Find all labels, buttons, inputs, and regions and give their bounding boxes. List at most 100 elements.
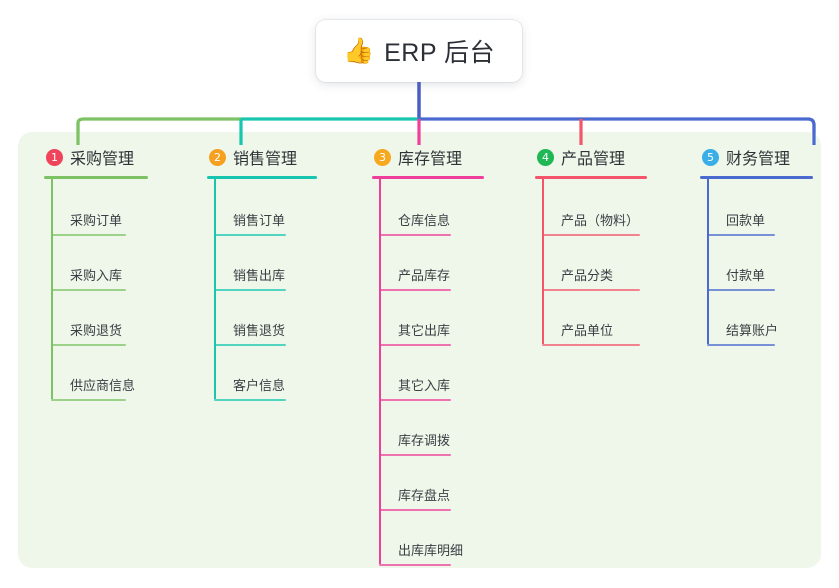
branch-item-label: 其它出库 — [398, 323, 451, 338]
branch-item[interactable]: 产品单位 — [535, 289, 653, 346]
branch-children-1: 采购订单采购入库采购退货供应商信息 — [44, 179, 164, 401]
branch-badge-1: 1 — [46, 148, 63, 166]
branch-item[interactable]: 出库库明细 — [372, 509, 490, 566]
bus-segment-3 — [417, 117, 816, 135]
branch-header-5[interactable]: 5 财务管理 — [700, 144, 810, 170]
branch-item[interactable]: 库存调拨 — [372, 399, 490, 456]
branch-item[interactable]: 供应商信息 — [44, 344, 164, 401]
branch-children-3: 仓库信息产品库存其它出库其它入库库存调拨库存盘点出库库明细 — [372, 179, 490, 566]
branch-item-label: 出库库明细 — [398, 543, 464, 558]
branch-title-3: 库存管理 — [398, 151, 463, 168]
branch-badge-3: 3 — [374, 148, 391, 166]
branch-badge-4: 4 — [537, 148, 554, 166]
branch-item-underline — [379, 234, 451, 236]
branch-item-underline — [379, 564, 451, 566]
branch-item-underline — [542, 289, 640, 291]
branch-item-label: 库存盘点 — [398, 488, 451, 503]
branch-item-underline — [51, 289, 126, 291]
branch-item-label: 产品分类 — [561, 268, 614, 283]
connector-lines — [76, 82, 816, 145]
branch-children-4: 产品（物料） 产品分类产品单位 — [535, 179, 653, 346]
branch-item[interactable]: 销售退货 — [207, 289, 325, 346]
branch-item[interactable]: 销售订单 — [207, 179, 325, 236]
branch-item-underline — [707, 344, 775, 346]
branch-item[interactable]: 结算账户 — [700, 289, 810, 346]
branch-item-underline — [214, 234, 286, 236]
branch-column-5: 5 财务管理回款单付款单结算账户 — [700, 144, 813, 346]
branch-children-2: 销售订单销售出库销售退货客户信息 — [207, 179, 325, 401]
branch-item-underline — [51, 344, 126, 346]
branch-item-label: 库存调拨 — [398, 433, 451, 448]
branch-spine-4 — [542, 179, 544, 344]
branch-item-underline — [542, 344, 640, 346]
branch-underline-5 — [700, 176, 813, 179]
branch-item[interactable]: 产品（物料） — [535, 179, 653, 236]
branch-column-4: 4 产品管理产品（物料） 产品分类产品单位 — [535, 144, 653, 346]
branch-item-underline — [51, 234, 126, 236]
branch-header-4[interactable]: 4 产品管理 — [535, 144, 653, 170]
root-node[interactable]: 👍 ERP 后台 — [316, 20, 522, 82]
branch-item-label: 产品（物料） — [561, 213, 640, 228]
branch-item-underline — [214, 344, 286, 346]
branch-underline-4 — [535, 176, 647, 179]
branch-item-label: 仓库信息 — [398, 213, 451, 228]
branch-item-label: 销售出库 — [233, 268, 286, 283]
branch-title-5: 财务管理 — [726, 151, 791, 168]
bus-segment-1 — [76, 117, 243, 135]
branch-spine-3 — [379, 179, 381, 564]
branch-title-1: 采购管理 — [70, 151, 135, 168]
branch-item-label: 销售订单 — [233, 213, 286, 228]
branch-item[interactable]: 回款单 — [700, 179, 810, 236]
branch-item-underline — [379, 289, 451, 291]
branch-children-5: 回款单付款单结算账户 — [700, 179, 810, 346]
branch-column-3: 3 库存管理仓库信息产品库存其它出库其它入库库存调拨库存盘点出库库明细 — [372, 144, 490, 566]
branch-item-label: 结算账户 — [726, 323, 779, 338]
branch-item[interactable]: 其它入库 — [372, 344, 490, 401]
branch-item-underline — [379, 509, 451, 511]
branch-item-label: 采购订单 — [70, 213, 123, 228]
branch-item-label: 回款单 — [726, 213, 766, 228]
branch-item-label: 供应商信息 — [70, 378, 136, 393]
branch-badge-2: 2 — [209, 148, 226, 166]
branch-item-underline — [707, 289, 775, 291]
branch-item-underline — [707, 234, 775, 236]
branches-panel — [18, 132, 821, 568]
branch-item[interactable]: 采购订单 — [44, 179, 164, 236]
branch-item-underline — [379, 344, 451, 346]
thumbs-up-icon: 👍 — [342, 36, 375, 65]
branch-item[interactable]: 仓库信息 — [372, 179, 490, 236]
branch-item-underline — [51, 399, 126, 401]
branch-item[interactable]: 产品库存 — [372, 234, 490, 291]
branch-item[interactable]: 其它出库 — [372, 289, 490, 346]
branch-item-label: 采购退货 — [70, 323, 123, 338]
branch-item-underline — [214, 399, 286, 401]
branch-item[interactable]: 产品分类 — [535, 234, 653, 291]
branch-item[interactable]: 客户信息 — [207, 344, 325, 401]
branch-header-1[interactable]: 1 采购管理 — [44, 144, 164, 170]
branch-item-underline — [214, 289, 286, 291]
branch-item-label: 采购入库 — [70, 268, 123, 283]
root-title: ERP 后台 — [384, 39, 496, 67]
branch-item-label: 付款单 — [726, 268, 766, 283]
branch-item[interactable]: 采购退货 — [44, 289, 164, 346]
branch-item[interactable]: 采购入库 — [44, 234, 164, 291]
branch-item-label: 产品单位 — [561, 323, 614, 338]
branch-item-label: 产品库存 — [398, 268, 451, 283]
branch-item[interactable]: 销售出库 — [207, 234, 325, 291]
branch-item[interactable]: 库存盘点 — [372, 454, 490, 511]
branch-underline-2 — [207, 176, 317, 179]
branch-badge-5: 5 — [702, 148, 719, 166]
branch-item[interactable]: 付款单 — [700, 234, 810, 291]
branch-item-label: 其它入库 — [398, 378, 451, 393]
branch-column-1: 1 采购管理采购订单采购入库采购退货供应商信息 — [44, 144, 164, 401]
branch-underline-1 — [44, 176, 148, 179]
branch-item-underline — [379, 454, 451, 456]
branch-item-underline — [542, 234, 640, 236]
branch-title-4: 产品管理 — [561, 151, 626, 168]
branch-spine-5 — [707, 179, 709, 344]
branch-underline-3 — [372, 176, 484, 179]
branch-header-3[interactable]: 3 库存管理 — [372, 144, 490, 170]
